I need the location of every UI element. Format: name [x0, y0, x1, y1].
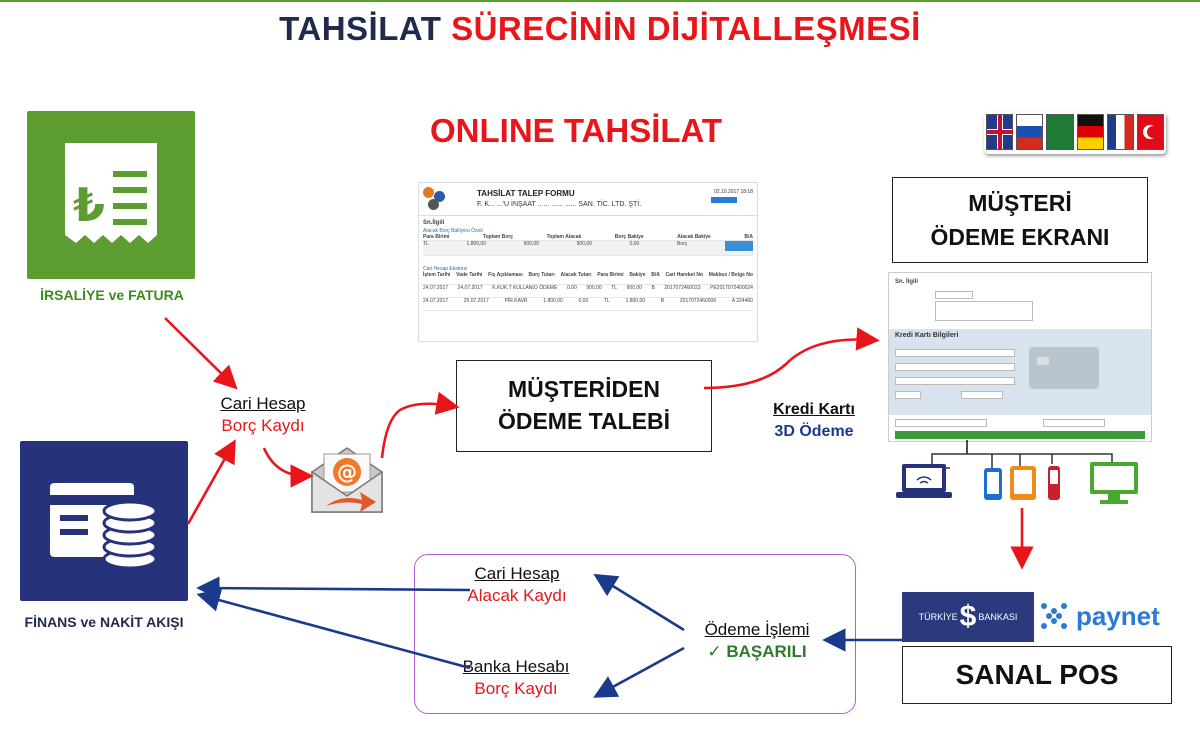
devices-network: [896, 440, 1138, 504]
top-border: [0, 0, 1200, 2]
currency-select[interactable]: [1043, 419, 1105, 427]
germany-flag-icon[interactable]: [1076, 114, 1104, 150]
kredi-line2: 3D Ödeme: [774, 423, 854, 440]
arrow-talep-to-ekran: [703, 327, 880, 390]
form-pay-button[interactable]: [724, 241, 753, 251]
uk-flag-icon[interactable]: [986, 114, 1014, 150]
form-date: 02.10.2017 18:18: [714, 189, 753, 195]
tablet-icon: [1010, 466, 1036, 500]
installment-select[interactable]: [961, 391, 1003, 399]
kredi-label: Kredi Kartı 3D Ödeme: [750, 399, 878, 443]
odeme-talebi-line1: MÜŞTERİDEN: [507, 376, 661, 402]
turkey-flag-icon[interactable]: [1136, 114, 1165, 150]
phone-red-icon: [1048, 466, 1060, 500]
form-logo-icon: [423, 187, 447, 211]
tahsilat-form-screenshot: TAHSİLAT TALEP FORMU F. K... ...'U İNŞAA…: [418, 182, 758, 342]
kredi-line1: Kredi Kartı: [773, 401, 855, 418]
card-holder-input[interactable]: [895, 349, 1015, 357]
payment-card-panel: Kredi Kartı Bilgileri: [889, 329, 1151, 415]
irsaliye-tile: ₺: [27, 111, 195, 279]
odeme-talebi-box: MÜŞTERİDEN ÖDEME TALEBİ: [456, 360, 712, 452]
checkmark-icon: ✓: [707, 642, 722, 661]
banka-borc-label: Banka Hesabı Borç Kaydı: [446, 656, 586, 700]
arrow-finans-to-cari: [186, 439, 236, 525]
arrow-alacak-to-finans: [196, 576, 471, 600]
receipt-lira-icon: ₺: [65, 143, 157, 243]
isbank-mark: $: [959, 600, 977, 633]
card-image-icon: [1029, 347, 1099, 389]
arrow-irsaliye-to-cari: [164, 317, 238, 390]
finans-caption: FİNANS ve NAKİT AKIŞI: [24, 614, 184, 630]
title-part2: SÜRECİNİN DİJİTALLEŞMESİ: [451, 10, 921, 47]
odeme-islemi-status: ✓ BAŞARILI: [686, 641, 828, 663]
page-title: TAHSİLAT SÜRECİNİN DİJİTALLEŞMESİ: [0, 10, 1200, 48]
irsaliye-caption: İRSALİYE ve FATURA: [40, 287, 184, 303]
payment-submit-button[interactable]: [895, 431, 1145, 439]
cari-borc-line2: Borç Kaydı: [221, 416, 305, 435]
cari-borc-label: Cari Hesap Borç Kaydı: [198, 393, 328, 437]
musteri-ekrani-box: MÜŞTERİ ÖDEME EKRANI: [892, 177, 1148, 263]
arrow-email-to-talep: [380, 391, 460, 459]
cari-borc-line1: Cari Hesap: [220, 394, 306, 413]
cvv-input[interactable]: [895, 391, 921, 399]
payment-section: Kredi Kartı Bilgileri: [895, 332, 959, 339]
form-section2: Cari Hesap Ekstresi: [423, 266, 468, 272]
cari-alacak-label: Cari Hesap Alacak Kaydı: [452, 563, 582, 607]
paynet-logo: paynet: [1038, 596, 1178, 636]
phone-icon: [984, 468, 1002, 500]
isbank-text1: TÜRKİYE: [918, 612, 958, 622]
process-box: [414, 554, 856, 714]
svg-text:₺: ₺: [73, 178, 105, 232]
monitor-icon: [1090, 462, 1138, 504]
email-icon: @: [306, 440, 388, 520]
form-company: F. K... ...'U İNŞAAT ...... ...... .....…: [477, 201, 642, 208]
finance-coins-icon: [50, 483, 158, 570]
odeme-talebi-line2: ÖDEME TALEBİ: [497, 408, 671, 434]
isbank-logo: TÜRKİYE $ BANKASI: [902, 592, 1034, 642]
form-greeting: Sn.İlgili: [423, 220, 445, 226]
language-flags: [984, 112, 1166, 154]
card-number-input[interactable]: [895, 363, 1015, 371]
musteri-ekrani-line2: ÖDEME EKRANI: [930, 224, 1110, 250]
arrow-banka-to-finans: [196, 588, 471, 670]
form-section1: Alacak Borç Bakiyesi Özeti: [423, 228, 483, 234]
svg-text:@: @: [337, 460, 357, 484]
cari-alacak-line2: Alacak Kaydı: [467, 586, 567, 605]
form-title: TAHSİLAT TALEP FORMU: [477, 189, 575, 198]
subtitle: ONLINE TAHSİLAT: [430, 112, 723, 149]
isbank-text2: BANKASI: [978, 612, 1018, 622]
arrow-islem-to-banka: [593, 646, 685, 698]
odeme-islemi-line1: Ödeme İşlemi: [704, 620, 810, 639]
france-flag-icon[interactable]: [1106, 114, 1134, 150]
payment-screen-screenshot: Sn. İlgili Kredi Kartı Bilgileri: [888, 272, 1152, 442]
bank-select[interactable]: [895, 419, 987, 427]
laptop-icon: [896, 464, 952, 498]
banka-borc-line2: Borç Kaydı: [474, 679, 558, 698]
saudi-flag-icon[interactable]: [1046, 114, 1074, 150]
payment-greeting: Sn. İlgili: [895, 279, 919, 285]
expiry-select[interactable]: [895, 377, 1015, 385]
odeme-islemi-label: Ödeme İşlemi ✓ BAŞARILI: [686, 619, 828, 663]
paynet-icon: [1041, 603, 1067, 629]
banka-borc-line1: Banka Hesabı: [462, 657, 570, 676]
russia-flag-icon[interactable]: [1016, 114, 1044, 150]
arrow-cari-to-email: [262, 447, 314, 488]
sanal-pos-box: SANAL POS: [902, 646, 1172, 704]
finans-tile: [20, 441, 188, 601]
musteri-ekrani-line1: MÜŞTERİ: [968, 190, 1072, 216]
paynet-text: paynet: [1076, 600, 1160, 631]
cari-alacak-line1: Cari Hesap: [474, 564, 560, 583]
arrow-islem-to-alacak: [593, 573, 685, 632]
odeme-islemi-line2: BAŞARILI: [726, 642, 807, 661]
title-part1: TAHSİLAT: [279, 10, 442, 47]
